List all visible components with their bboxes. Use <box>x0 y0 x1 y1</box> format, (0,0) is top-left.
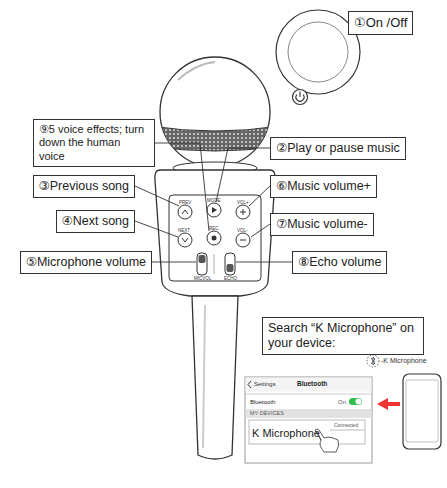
callout-text: Search “K Microphone” on your device: <box>268 321 418 351</box>
callout-box: ①On /Off <box>348 11 413 35</box>
callout-text: ④Next song <box>62 214 130 229</box>
button-label: NEXT <box>178 229 190 234</box>
screen-text: MY DEVICES <box>250 411 284 417</box>
callout-text: ⑦Music volume- <box>276 217 368 232</box>
callout-box: Search “K Microphone” on your device: <box>262 317 424 355</box>
button-label: MODE <box>207 199 221 204</box>
button-label: VOL- <box>237 229 248 234</box>
screen-title: Bluetooth <box>297 381 327 388</box>
callout-text: ③Previous song <box>39 179 129 194</box>
callout-box: ⑤Microphone volume <box>20 251 152 274</box>
callout-box: ⑧Echo volume <box>292 251 387 274</box>
callout-box: ⑦Music volume- <box>270 213 374 236</box>
screen-text: Bluetooth <box>250 399 275 405</box>
screen-text: Settings <box>254 381 276 387</box>
callout-box: ④Next song <box>56 210 136 233</box>
button-label: REC <box>209 227 219 232</box>
screen-text: On <box>338 399 346 405</box>
callout-box: ⑥Music volume+ <box>270 175 377 198</box>
callout-text: ②Play or pause music <box>276 141 400 156</box>
callout-box: ③Previous song <box>33 175 135 198</box>
button-label: ECHO <box>224 277 237 282</box>
button-label: VOL+ <box>237 201 249 206</box>
callout-box: ⑨5 voice effects; turn down the human vo… <box>33 119 155 167</box>
callout-text: ①On /Off <box>354 15 407 31</box>
button-label: MICVOL <box>194 277 211 282</box>
callout-text: ⑥Music volume+ <box>276 179 371 194</box>
callout-text: ⑤Microphone volume <box>26 255 146 270</box>
callout-text: ⑨5 voice effects; turn down the human vo… <box>39 123 149 163</box>
device-name: -K Microphone <box>381 357 427 364</box>
callout-text: ⑧Echo volume <box>298 255 381 270</box>
callout-box: ②Play or pause music <box>270 137 406 160</box>
device-name: K Microphone <box>252 428 320 439</box>
screen-text: Connected <box>334 423 358 428</box>
button-label: PREV <box>179 201 191 206</box>
